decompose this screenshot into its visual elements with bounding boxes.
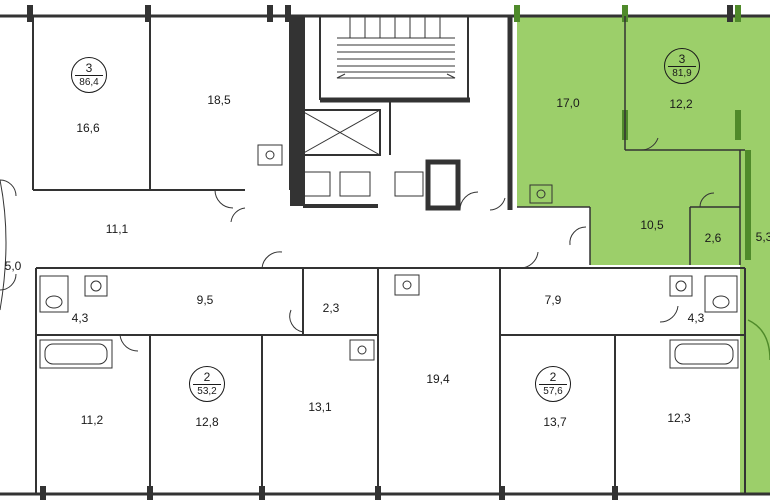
badge-divider	[75, 75, 103, 76]
badge-divider	[193, 384, 221, 385]
apartment-badge[interactable]: 3 81,9	[664, 48, 700, 84]
room-area-label: 5,0	[4, 259, 22, 273]
badge-divider	[668, 66, 696, 67]
room-area-label: 12,8	[195, 415, 219, 429]
room-area-label: 11,1	[105, 222, 129, 236]
highlighted-apartment[interactable]	[517, 16, 748, 495]
apartment-badge[interactable]: 2 53,2	[189, 366, 225, 402]
room-area-label: 11,2	[80, 413, 104, 427]
room-area-label: 13,1	[308, 400, 332, 414]
room-area-label: 13,7	[543, 415, 567, 429]
apartment-badge[interactable]: 2 57,6	[535, 366, 571, 402]
room-area-label: 7,9	[544, 293, 562, 307]
apartment-area: 57,6	[543, 386, 563, 397]
badge-divider	[539, 384, 567, 385]
room-area-label: 4,3	[71, 311, 89, 325]
apartment-area: 81,9	[672, 68, 692, 79]
stair-core	[290, 16, 513, 211]
room-area-label: 10,5	[640, 218, 664, 232]
room-area-label: 19,4	[426, 372, 450, 386]
apartment-area: 53,2	[197, 386, 217, 397]
left-facade	[0, 179, 7, 311]
room-area-label: 18,5	[207, 93, 231, 107]
outer-walls	[0, 14, 770, 496]
apartment-rooms: 2	[549, 370, 557, 384]
room-area-label: 5,3	[755, 230, 770, 244]
room-area-label: 16,6	[76, 121, 100, 135]
room-area-label: 2,3	[322, 301, 340, 315]
room-area-label: 12,2	[669, 97, 693, 111]
apartment-rooms: 2	[203, 370, 211, 384]
highlighted-apartment-strip	[748, 16, 770, 495]
bathroom-fixtures	[39, 144, 739, 369]
apartment-rooms: 3	[85, 61, 93, 75]
door-swings	[0, 137, 715, 352]
apartment-rooms: 3	[678, 52, 686, 66]
room-area-label: 4,3	[687, 311, 705, 325]
room-area-label: 2,6	[704, 231, 722, 245]
room-area-label: 9,5	[196, 293, 214, 307]
room-area-label: 12,3	[667, 411, 691, 425]
stair-treads	[336, 16, 456, 79]
room-area-label: 17,0	[556, 96, 580, 110]
apartment-area: 86,4	[79, 77, 99, 88]
apartment-badge[interactable]: 3 86,4	[71, 57, 107, 93]
